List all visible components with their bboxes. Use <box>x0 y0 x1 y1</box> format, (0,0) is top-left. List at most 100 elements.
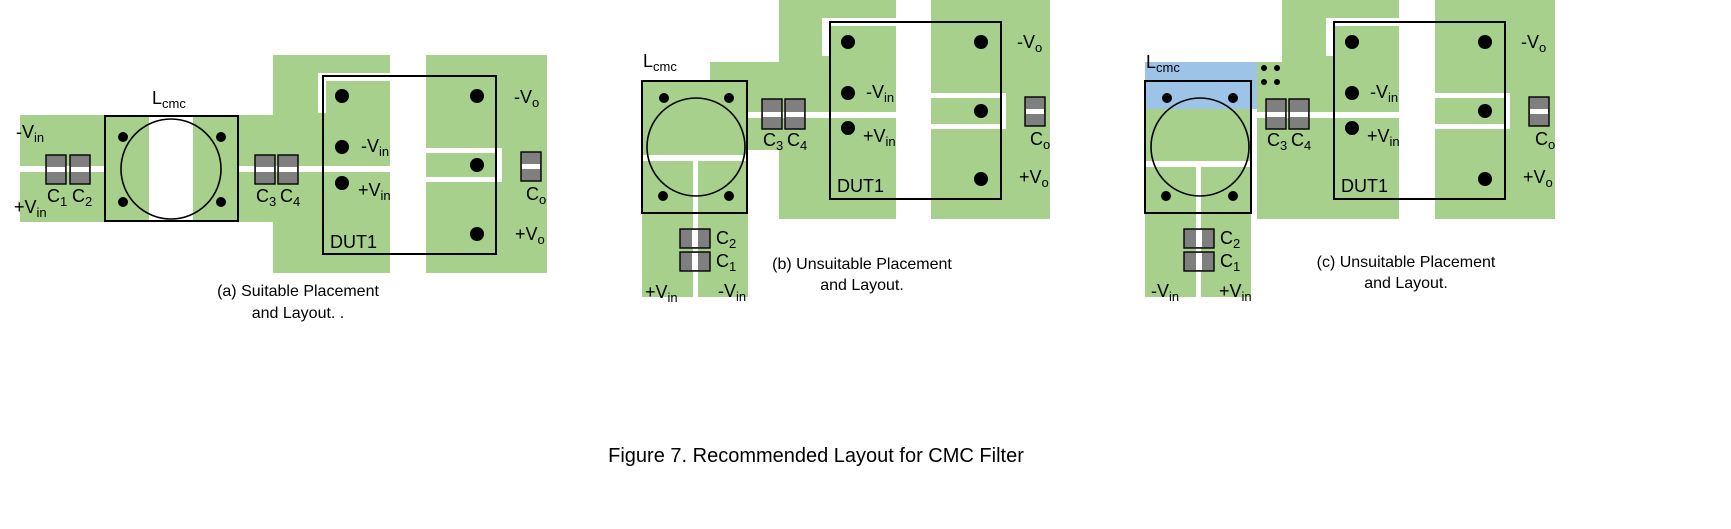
panel-c-label-dut-pos-vin: +Vin <box>1367 126 1400 149</box>
panel-c-inductor-pin <box>1162 93 1172 103</box>
panel-b-dut-pin <box>841 86 855 100</box>
panel-c: Lcmc C2 C1 -Vin +Vin C3 C4 -Vin +Vin DUT… <box>1144 0 1555 304</box>
panel-b-dut-pin <box>974 104 988 118</box>
panel-a-dut-pin <box>470 227 484 241</box>
panel-b-dut-pin <box>974 35 988 49</box>
panel-c-label-neg-vin: -Vin <box>1151 281 1179 304</box>
panel-b-label-pos-vo: +Vo <box>1019 167 1049 190</box>
panel-a-label-pos-vo: +Vo <box>515 224 545 247</box>
panel-c-dut-pin <box>1478 35 1492 49</box>
panel-c-label-c2: C2 <box>1220 228 1240 251</box>
panel-c-via-cluster <box>1261 65 1280 85</box>
panel-a-caption-line2: and Layout. . <box>252 305 345 322</box>
panel-a-capacitor-c3 <box>254 154 276 185</box>
panel-c-label-pos-vin: +Vin <box>1219 281 1252 304</box>
panel-b-label-lcmc: Lcmc <box>643 51 677 74</box>
panel-a-label-c4: C4 <box>280 186 300 209</box>
panel-c-dut-pin <box>1345 35 1359 49</box>
panel-a-label-c3: C3 <box>256 186 276 209</box>
panel-a-inductor-pin <box>118 132 128 142</box>
panel-c-dut-pin <box>1345 121 1359 135</box>
panel-b-caption-line1: (b) Unsuitable Placement <box>772 256 952 273</box>
panel-b: Lcmc C2 C1 +Vin -Vin C3 C4 -Vin +Vin DUT… <box>641 0 1050 305</box>
panel-a-dut-pin <box>335 89 349 103</box>
panel-a-caption-line1: (a) Suitable Placement <box>217 283 379 300</box>
panel-b-label-c3: C3 <box>763 130 783 153</box>
panel-c-dut-pin <box>1345 86 1359 100</box>
panel-c-capacitor-co <box>1528 96 1550 127</box>
panel-b-label-pos-vin: +Vin <box>645 282 678 305</box>
panel-b-dut-pin <box>841 121 855 135</box>
panel-b-dut-pin <box>974 172 988 186</box>
panel-c-dut-pin <box>1478 104 1492 118</box>
panel-b-dut-body <box>829 21 1002 200</box>
panel-b-inductor-core <box>646 97 746 197</box>
panel-b-label-dut: DUT1 <box>837 176 884 196</box>
panel-b-inductor-pin <box>658 191 668 201</box>
panel-c-label-c4: C4 <box>1291 130 1311 153</box>
panel-a-label-neg-vin: -Vin <box>16 122 44 145</box>
panel-a-capacitor-co <box>520 151 542 182</box>
panel-a-dut-pin <box>470 89 484 103</box>
panel-c-caption-line1: (c) Unsuitable Placement <box>1317 254 1496 271</box>
panel-a-dut-pin <box>335 140 349 154</box>
panel-b-capacitor-c2 <box>679 228 711 249</box>
panel-c-caption-line2: and Layout. <box>1364 275 1448 292</box>
panel-c-capacitor-c1 <box>1183 251 1215 272</box>
figure-title: Figure 7. Recommended Layout for CMC Fil… <box>608 445 1024 467</box>
panel-a-dut-pin <box>335 176 349 190</box>
panel-b-label-neg-vin: -Vin <box>718 281 746 304</box>
panel-a-label-c1: C1 <box>47 186 67 209</box>
panel-a-label-dut: DUT1 <box>330 232 377 252</box>
panel-c-capacitor-c2 <box>1183 228 1215 249</box>
panel-b-label-c2: C2 <box>716 228 736 251</box>
panel-b-caption-line2: and Layout. <box>820 277 904 294</box>
panel-c-inductor-pin <box>1161 191 1171 201</box>
panel-a-label-neg-vo: -Vo <box>514 87 539 110</box>
panel-a-label-pos-vin: +Vin <box>14 197 47 220</box>
panel-b-capacitor-c1 <box>679 251 711 272</box>
panel-a-inductor-pin <box>118 197 128 207</box>
panel-c-label-c1: C1 <box>1220 251 1240 274</box>
panel-b-label-c1: C1 <box>716 251 736 274</box>
panel-b-inductor-pin <box>724 191 734 201</box>
panel-a-label-dut-pos-vin: +Vin <box>358 180 391 203</box>
panel-b-capacitor-c4 <box>784 98 806 130</box>
panel-c-label-co: Co <box>1535 129 1555 152</box>
panel-a-label-co: Co <box>526 184 546 207</box>
panel-c-inductor-pin <box>1228 191 1238 201</box>
panel-b-label-c4: C4 <box>787 130 807 153</box>
panel-b-label-dut-pos-vin: +Vin <box>863 126 896 149</box>
panel-b-label-dut-neg-vin: -Vin <box>866 82 894 105</box>
panel-a-dut-body <box>322 75 497 255</box>
panel-a-inductor-pin <box>216 197 226 207</box>
panel-c-capacitor-c4 <box>1288 98 1310 130</box>
panel-a-dut-pin <box>470 158 484 172</box>
panel-b-capacitor-c3 <box>761 98 783 130</box>
panel-c-label-dut: DUT1 <box>1341 176 1388 196</box>
panel-c-label-lcmc: Lcmc <box>1146 52 1180 75</box>
panel-a-capacitor-c4 <box>277 154 299 185</box>
panel-a-copper <box>20 55 547 273</box>
panel-a-inductor-core <box>120 118 222 220</box>
panel-a-inductor-pin <box>216 132 226 142</box>
panel-a-inductor-body <box>104 115 239 222</box>
panel-c-capacitor-c3 <box>1265 98 1287 130</box>
panel-a-capacitor-c1 <box>45 154 67 185</box>
panel-c-inductor-body <box>1144 80 1252 214</box>
panel-c-inductor-core <box>1150 97 1250 197</box>
panel-c-label-pos-vo: +Vo <box>1523 167 1553 190</box>
panel-c-label-neg-vo: -Vo <box>1521 32 1546 55</box>
panel-a-capacitor-c2 <box>69 154 91 185</box>
panel-b-capacitor-co <box>1024 96 1046 127</box>
panel-a-label-c2: C2 <box>72 186 92 209</box>
panel-c-dut-pin <box>1478 172 1492 186</box>
panel-c-label-c3: C3 <box>1267 130 1287 153</box>
panel-b-label-co: Co <box>1030 129 1050 152</box>
panel-b-label-neg-vo: -Vo <box>1017 32 1042 55</box>
panel-c-inductor-pin <box>1228 93 1238 103</box>
panel-a: Lcmc -Vin +Vin C1 C2 C3 C4 -Vin +Vin DUT… <box>14 55 547 322</box>
panel-b-inductor-pin <box>724 93 734 103</box>
panel-c-label-dut-neg-vin: -Vin <box>1370 82 1398 105</box>
